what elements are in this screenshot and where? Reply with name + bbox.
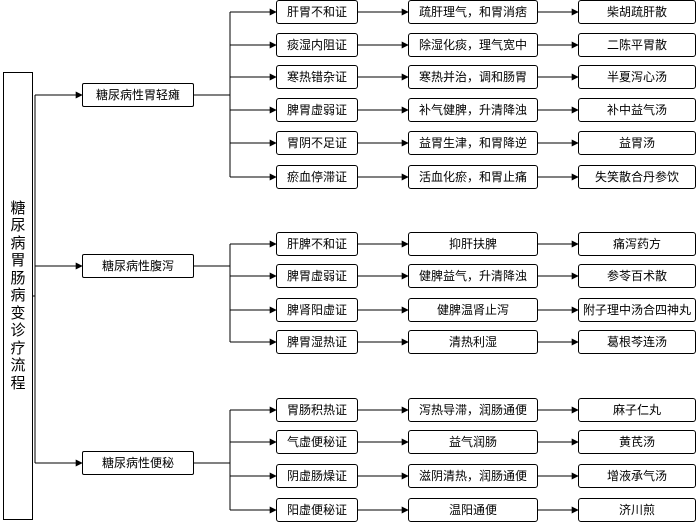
prescription-box: 附子理中汤合四神丸 <box>578 298 696 322</box>
prescription-box: 济川煎 <box>578 498 696 522</box>
prescription-box: 柴胡疏肝散 <box>578 0 696 24</box>
prescription-box: 痛泻药方 <box>578 232 696 256</box>
root-char: 胃 <box>10 251 26 270</box>
root-char: 诊 <box>10 321 26 340</box>
root-char: 疗 <box>10 338 26 357</box>
treatment-box: 健脾温肾止泻 <box>408 298 538 322</box>
root-char: 尿 <box>10 216 26 235</box>
prescription-box: 增液承气汤 <box>578 464 696 488</box>
syndrome-box: 脾胃虚弱证 <box>276 98 358 122</box>
treatment-box: 益气润肠 <box>408 430 538 454</box>
syndrome-box: 痰湿内阻证 <box>276 33 358 57</box>
treatment-box: 健脾益气，升清降浊 <box>408 264 538 288</box>
syndrome-box: 寒热错杂证 <box>276 65 358 89</box>
syndrome-box: 瘀血停滞证 <box>276 165 358 189</box>
treatment-box: 抑肝扶脾 <box>408 232 538 256</box>
syndrome-box: 胃阴不足证 <box>276 131 358 155</box>
root-char: 病 <box>10 233 26 252</box>
prescription-box: 黄芪汤 <box>578 430 696 454</box>
treatment-box: 益胃生津，和胃降逆 <box>408 131 538 155</box>
treatment-box: 清热利湿 <box>408 330 538 354</box>
treatment-box: 泻热导滞，润肠通便 <box>408 398 538 422</box>
prescription-box: 二陈平胃散 <box>578 33 696 57</box>
root-char: 变 <box>10 303 26 322</box>
category-box: 糖尿病性胃轻瘫 <box>82 83 194 107</box>
syndrome-box: 肝脾不和证 <box>276 232 358 256</box>
root-char: 病 <box>10 286 26 305</box>
prescription-box: 半夏泻心汤 <box>578 65 696 89</box>
root-char: 程 <box>10 373 26 392</box>
treatment-box: 疏肝理气，和胃消痞 <box>408 0 538 24</box>
prescription-box: 益胃汤 <box>578 131 696 155</box>
syndrome-box: 脾肾阳虚证 <box>276 298 358 322</box>
syndrome-box: 胃肠积热证 <box>276 398 358 422</box>
syndrome-box: 阳虚便秘证 <box>276 498 358 522</box>
treatment-box: 滋阴清热，润肠通便 <box>408 464 538 488</box>
category-box: 糖尿病性腹泻 <box>82 254 194 278</box>
prescription-box: 麻子仁丸 <box>578 398 696 422</box>
prescription-box: 补中益气汤 <box>578 98 696 122</box>
treatment-box: 除湿化痰，理气宽中 <box>408 33 538 57</box>
treatment-box: 活血化瘀，和胃止痛 <box>408 165 538 189</box>
treatment-box: 寒热并治，调和肠胃 <box>408 65 538 89</box>
root-char: 流 <box>10 356 26 375</box>
root-title-box: 糖 尿 病 胃 肠 病 变 诊 疗 流 程 <box>3 72 33 520</box>
syndrome-box: 脾胃虚弱证 <box>276 264 358 288</box>
syndrome-box: 肝胃不和证 <box>276 0 358 24</box>
syndrome-box: 气虚便秘证 <box>276 430 358 454</box>
prescription-box: 葛根芩连汤 <box>578 330 696 354</box>
treatment-box: 温阳通便 <box>408 498 538 522</box>
root-char: 糖 <box>10 198 26 217</box>
syndrome-box: 脾胃湿热证 <box>276 330 358 354</box>
treatment-box: 补气健脾，升清降浊 <box>408 98 538 122</box>
syndrome-box: 阴虚肠燥证 <box>276 464 358 488</box>
root-char: 肠 <box>10 268 26 287</box>
prescription-box: 参苓百术散 <box>578 264 696 288</box>
category-box: 糖尿病性便秘 <box>82 451 194 475</box>
prescription-box: 失笑散合丹参饮 <box>578 165 696 189</box>
